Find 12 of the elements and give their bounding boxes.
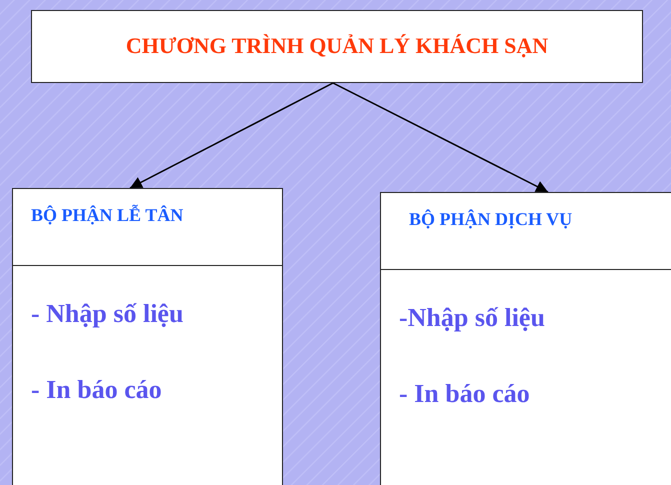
section-heading: BỘ PHẬN DỊCH VỤ bbox=[409, 209, 572, 230]
list-item: - In báo cáo bbox=[31, 375, 162, 405]
department-box bbox=[12, 188, 283, 485]
arrow bbox=[332, 82, 548, 193]
list-item: - Nhập số liệu bbox=[31, 299, 184, 329]
arrow bbox=[130, 82, 334, 189]
list-item: - In báo cáo bbox=[399, 379, 530, 409]
department-box bbox=[380, 192, 671, 485]
title-box bbox=[31, 10, 643, 83]
title-text: CHƯƠNG TRÌNH QUẢN LÝ KHÁCH SẠN bbox=[124, 33, 550, 59]
list-item: -Nhập số liệu bbox=[399, 303, 545, 333]
section-heading: BỘ PHẬN LỄ TÂN bbox=[31, 205, 184, 226]
